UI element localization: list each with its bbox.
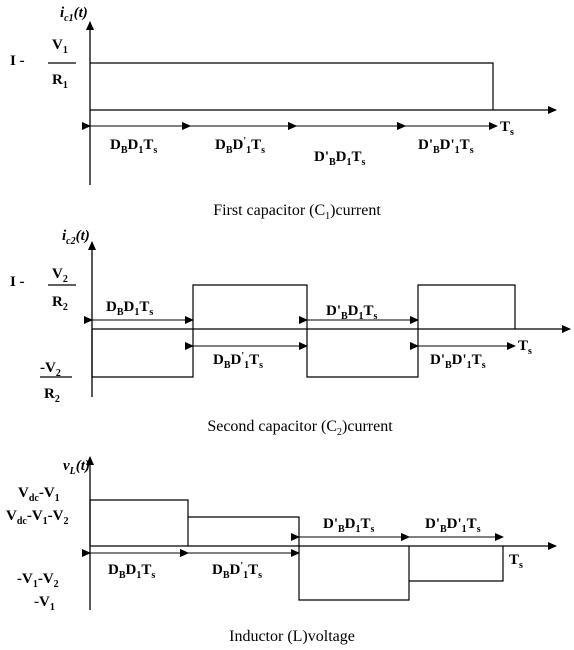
panel-inductor-voltage: vL(t) Vdc-V1 Vdc-V1-V2 -V1-V2 -V1 DBD1Ts… (6, 456, 557, 645)
p2-level-numerator: V2 (52, 266, 68, 285)
p1-level-numerator: V1 (52, 37, 68, 56)
p3-level-minus-v1: -V1 (34, 594, 55, 613)
p3-level-vdc-minus-v1: Vdc-V1 (18, 485, 60, 504)
p3-voltage-waveform (89, 499, 504, 601)
p1-interval-label: D'BD'1Ts (418, 137, 474, 156)
p3-interval-label: DBD'1Ts (212, 561, 262, 581)
p3-y-axis-label: vL(t) (63, 458, 90, 477)
p2-interval-label: D'BD1Ts (326, 303, 378, 322)
p1-current-waveform (90, 62, 494, 110)
p2-level-denominator: R2 (52, 294, 68, 313)
p1-caption: First capacitor (C1)current (213, 202, 381, 222)
p1-interval-label: DBD'1Ts (215, 136, 265, 156)
p2-current-waveform (91, 284, 516, 378)
p2-period-label: Ts (518, 338, 532, 357)
p3-level-minus-v1-minus-v2: -V1-V2 (17, 571, 59, 590)
p2-interval-label: DBD'1Ts (213, 351, 263, 371)
p1-interval-label: D'BD1Ts (314, 149, 366, 168)
p2-interval-label: D'BD'1Ts (430, 352, 486, 371)
p2-caption: Second capacitor (C2)current (207, 418, 393, 438)
p2-level-prefix: I - (10, 274, 25, 290)
p3-dimension-arrows (82, 533, 504, 557)
p3-interval-label: D'BD'1Ts (425, 516, 481, 535)
p2-negative-denominator: R2 (44, 386, 60, 405)
p3-level-vdc-minus-v1-minus-v2: Vdc-V1-V2 (6, 508, 69, 527)
p2-negative-numerator: -V2 (40, 360, 61, 379)
p1-level-denominator: R1 (52, 72, 68, 91)
p2-y-axis-label: ic2(t) (62, 228, 90, 247)
p3-caption: Inductor (L)voltage (229, 628, 355, 645)
p1-interval-label: DBD1Ts (110, 137, 157, 156)
p3-interval-label: D'BD1Ts (323, 516, 375, 535)
p1-y-axis-label: ic1(t) (60, 5, 88, 24)
p1-period-label: Ts (500, 119, 514, 138)
p1-level-prefix: I - (10, 53, 25, 69)
p3-interval-label: DBD1Ts (108, 562, 155, 581)
p2-dimension-arrows (84, 316, 516, 350)
p2-interval-label: DBD1Ts (106, 299, 153, 318)
p3-period-label: Ts (509, 552, 523, 571)
panel-second-capacitor-current: ic2(t) I - V2 R2 -V2 R2 DBD1Ts DBD'1Ts D… (10, 228, 571, 438)
panel-first-capacitor-current: ic1(t) I - V1 R1 DBD1Ts DBD'1Ts D'BD1Ts … (10, 5, 557, 222)
